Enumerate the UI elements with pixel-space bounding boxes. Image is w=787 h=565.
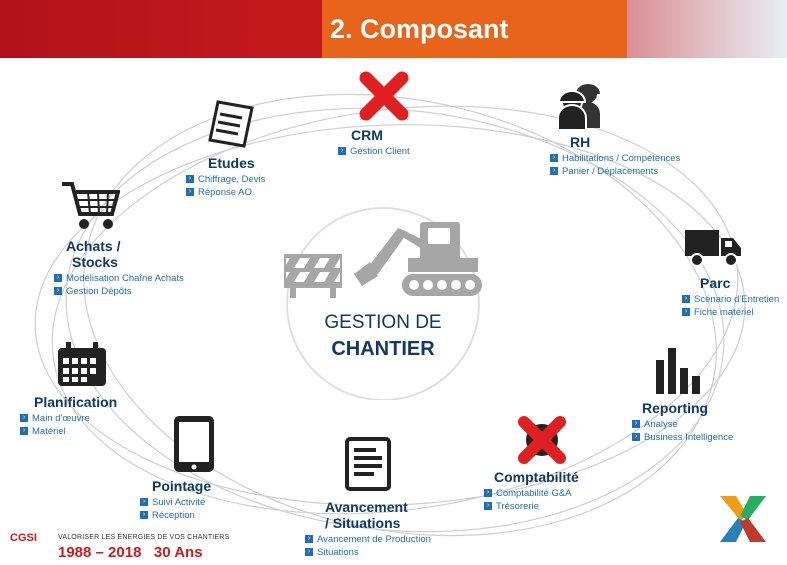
module-item: ›Habilitations / Compétences	[550, 152, 710, 165]
module-title: Pointage	[152, 478, 212, 494]
bar-chart-icon	[656, 348, 700, 394]
brand-logo-text: CGSI	[10, 532, 37, 544]
module-item: ›Scénario d'Entretien	[682, 293, 787, 306]
shopping-cart-icon	[62, 182, 120, 229]
module-item: ›Situations	[305, 546, 455, 559]
document-list-icon	[208, 100, 254, 148]
module-title: Parc	[700, 275, 731, 291]
module-comptabilite: Comptabilité ›Comptabilité G&A ›Trésorer…	[484, 469, 604, 513]
module-item: ›Chiffrage, Devis	[186, 173, 296, 186]
brand-tagline: VALORISER LES ÉNERGIES DE VOS CHANTIERS	[58, 534, 230, 541]
red-cross-icon	[359, 71, 409, 121]
module-item: ›Panier / Déplacements	[550, 165, 710, 178]
center-title-line1: GESTION DE	[324, 312, 442, 333]
module-item: ›Réception	[140, 509, 250, 522]
tablet-icon	[174, 416, 214, 472]
module-pointage: Pointage ›Suivi Activité ›Réception	[140, 478, 250, 522]
module-title: RH	[570, 134, 591, 150]
module-planification: Planification ›Main d'œuvre ›Matériel	[20, 394, 140, 438]
module-title: Planification	[34, 394, 118, 410]
module-title-line1: Achats /	[66, 238, 121, 254]
module-title-line2: Stocks	[72, 254, 118, 270]
module-item: ›Gestion Client	[338, 145, 438, 158]
module-title: Reporting	[642, 400, 709, 416]
module-item: ›Modélisation Chaîne Achats	[54, 272, 204, 285]
module-item: ›Comptabilité G&A	[484, 487, 604, 500]
construction-barrier-icon	[284, 254, 342, 298]
module-item: ›Avancement de Production	[305, 533, 455, 546]
brand-x-logo-icon	[720, 496, 766, 542]
anniversary-years: 1988 – 2018 30 Ans	[58, 544, 203, 561]
module-rh: RH ›Habilitations / Compétences ›Panier …	[550, 134, 710, 178]
module-item: ›Réponse AO	[186, 186, 296, 199]
module-item: ›Analyse	[632, 418, 782, 431]
module-achats-stocks: Achats / Stocks ›Modélisation Chaîne Ach…	[54, 238, 204, 298]
calendar-icon	[58, 342, 106, 386]
module-item: ›Fiche matériel	[682, 306, 787, 319]
module-item: ›Trésorerie	[484, 500, 604, 513]
module-item: ›Main d'œuvre	[20, 412, 140, 425]
module-avancement-situations: Avancement / Situations ›Avancement de P…	[305, 499, 455, 559]
workers-hardhat-icon	[557, 84, 600, 130]
module-title: Etudes	[208, 155, 255, 171]
center-hub: GESTION DE CHANTIER	[282, 200, 484, 400]
module-item: ›Gestion Dépôts	[54, 285, 204, 298]
module-etudes: Etudes ›Chiffrage, Devis ›Réponse AO	[186, 155, 296, 199]
module-title-line1: Avancement	[325, 499, 408, 515]
truck-icon	[685, 230, 741, 267]
module-crm: CRM ›Gestion Client	[338, 127, 438, 158]
module-title-line2: / Situations	[325, 515, 401, 531]
module-item: ›Suivi Activité	[140, 496, 250, 509]
center-title-line2: CHANTIER	[331, 338, 435, 360]
module-item: ›Matériel	[20, 425, 140, 438]
excavator-icon	[354, 222, 482, 296]
module-item: ›Business Intelligence	[632, 431, 782, 444]
module-parc: Parc ›Scénario d'Entretien ›Fiche matéri…	[682, 275, 787, 319]
red-cross-icon	[518, 416, 566, 464]
module-title: CRM	[351, 127, 383, 143]
module-reporting: Reporting ›Analyse ›Business Intelligenc…	[632, 400, 782, 444]
module-title: Comptabilité	[494, 469, 579, 485]
report-document-icon	[345, 437, 391, 491]
